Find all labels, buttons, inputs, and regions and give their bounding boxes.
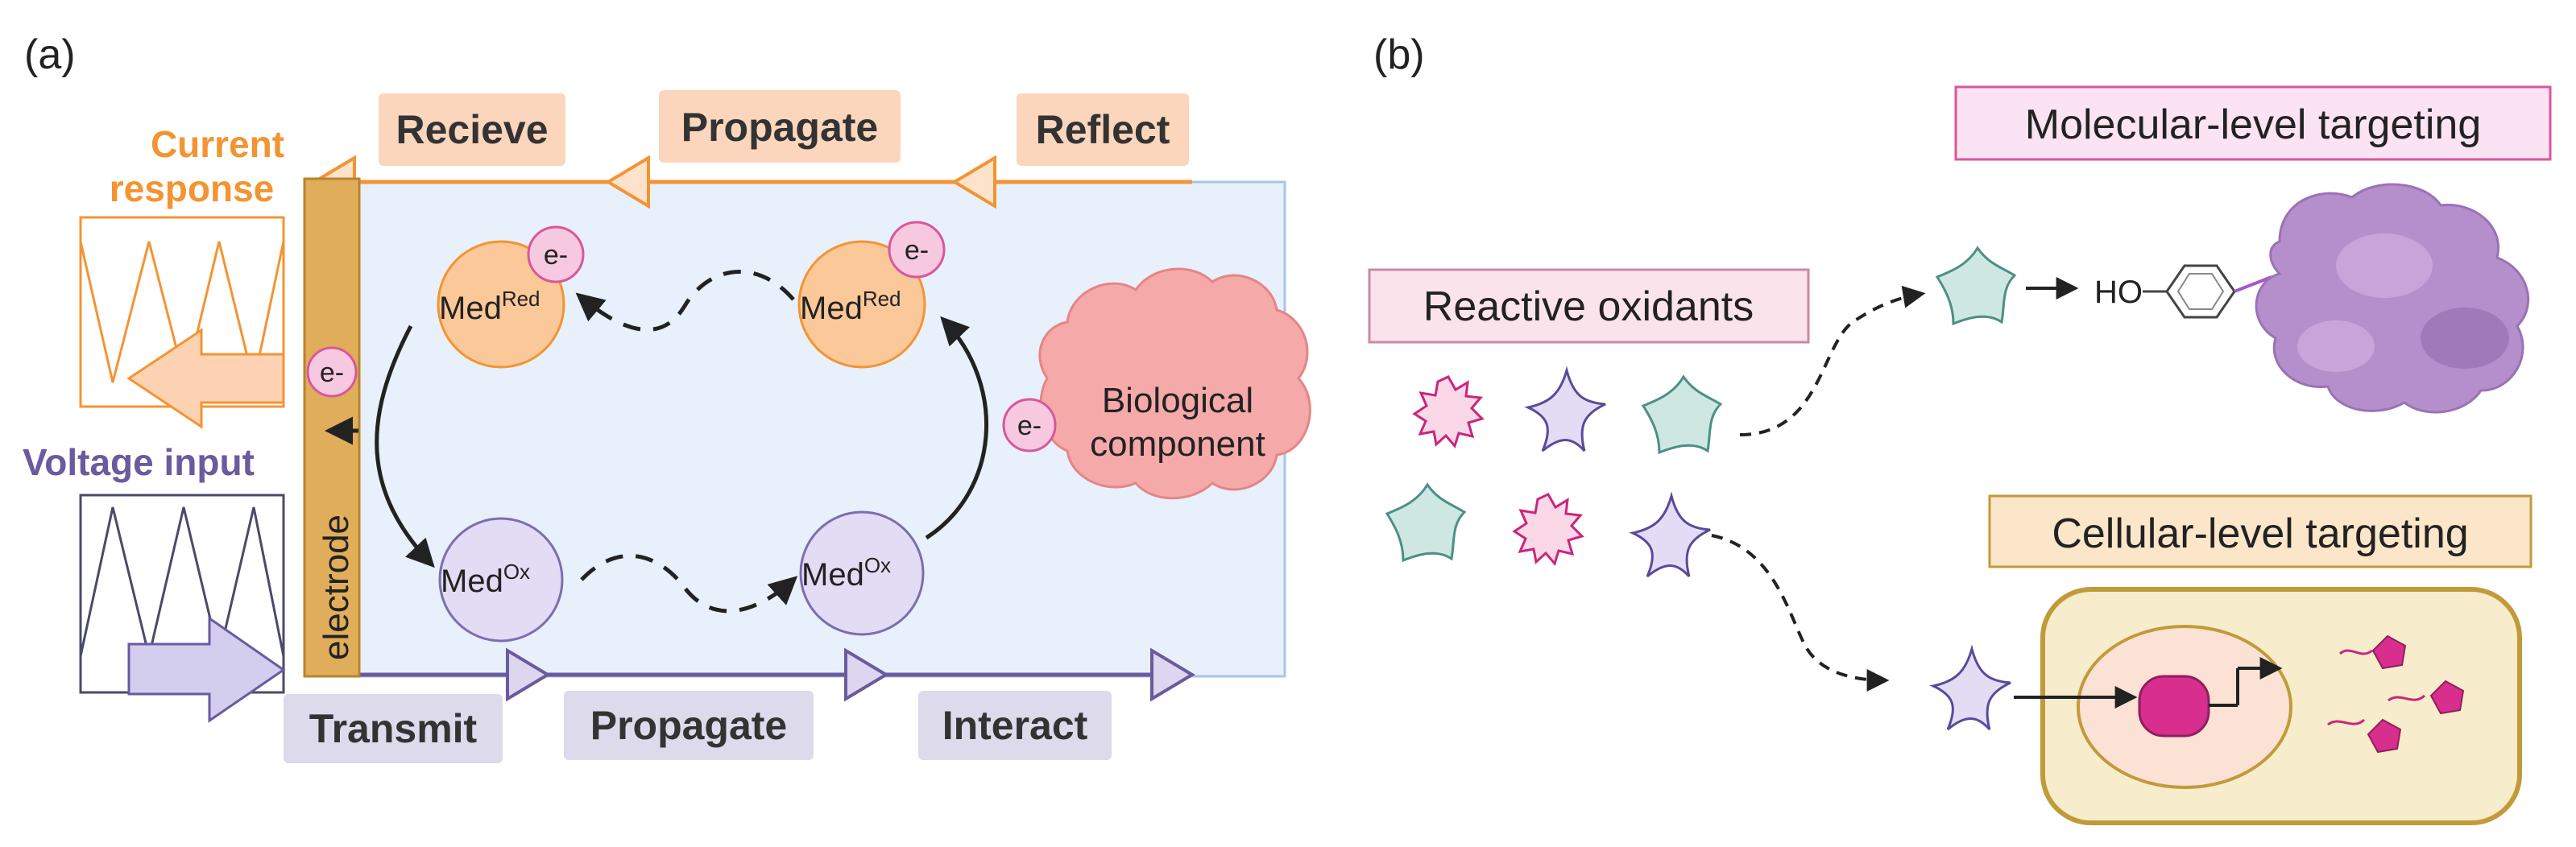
electron-electrode: e- xyxy=(306,346,358,398)
svg-text:Propagate: Propagate xyxy=(590,703,788,748)
bottom-label-propagate: Propagate xyxy=(564,691,814,760)
oxidant-star-1 xyxy=(1524,366,1606,452)
voltage-input-label: Voltage input xyxy=(23,441,255,483)
med-red-right: MedRed e- xyxy=(797,221,946,369)
protein-blob xyxy=(2255,183,2530,414)
expressed-protein-2 xyxy=(2388,680,2465,715)
molecular-targeting-label: Molecular-level targeting xyxy=(1954,85,2552,161)
dashed-arrow-molecular xyxy=(1739,285,1926,436)
current-response-waveform xyxy=(79,216,285,429)
oxidant-teal-2 xyxy=(1385,482,1467,563)
svg-text:Propagate: Propagate xyxy=(681,105,879,150)
ho-label: HO xyxy=(2094,275,2143,310)
expressed-protein-3 xyxy=(2327,718,2402,754)
svg-text:Molecular-level targeting: Molecular-level targeting xyxy=(2025,101,2482,148)
svg-text:e-: e- xyxy=(320,357,344,388)
med-ox-left: MedOx xyxy=(438,517,564,642)
svg-text:component: component xyxy=(1090,424,1265,464)
bottom-label-interact: Interact xyxy=(918,691,1112,760)
svg-text:Reflect: Reflect xyxy=(1036,107,1170,152)
svg-text:Recieve: Recieve xyxy=(396,107,548,152)
panel-a-letter: (a) xyxy=(24,31,76,78)
svg-text:MedOx: MedOx xyxy=(441,560,530,599)
transmitted-signal-line xyxy=(358,647,1195,702)
svg-text:e-: e- xyxy=(1017,411,1042,441)
dashed-arrow-red xyxy=(575,270,795,332)
oxidant-burst-2 xyxy=(1512,493,1584,567)
svg-text:electrode: electrode xyxy=(317,514,356,660)
cellular-targeting-label: Cellular-level targeting xyxy=(1988,494,2533,568)
reactive-oxidants-label: Reactive oxidants xyxy=(1368,268,1810,344)
svg-text:e-: e- xyxy=(544,240,568,271)
svg-text:MedOx: MedOx xyxy=(801,553,891,593)
electron-bio: e- xyxy=(1002,398,1057,452)
current-response-label-2: response xyxy=(110,167,275,209)
bottom-label-transmit: Transmit xyxy=(284,694,503,763)
med-ox-right: MedOx xyxy=(799,510,925,636)
expressed-protein-1 xyxy=(2338,634,2407,670)
panel-b-letter: (b) xyxy=(1373,31,1425,78)
svg-text:Interact: Interact xyxy=(942,703,1088,748)
svg-text:e-: e- xyxy=(905,235,929,266)
oxidant-star-2 xyxy=(1629,491,1711,578)
top-label-propagate: Propagate xyxy=(659,90,901,163)
current-response-label-1: Current xyxy=(151,123,284,165)
dashed-arrow-ox xyxy=(580,553,798,614)
med-red-left: MedRed e- xyxy=(437,225,585,369)
molecular-target-oxidant xyxy=(1935,246,2017,326)
dashed-arrow-cellular xyxy=(1711,534,1890,692)
svg-text:Cellular-level targeting: Cellular-level targeting xyxy=(2052,510,2468,557)
biological-component: Biological component xyxy=(1038,267,1311,500)
phenol-ring xyxy=(2143,264,2272,319)
oxidant-burst-1 xyxy=(1412,375,1485,449)
svg-text:Reactive oxidants: Reactive oxidants xyxy=(1423,283,1754,330)
top-label-reflect: Reflect xyxy=(1017,93,1189,166)
voltage-input-waveform xyxy=(79,494,286,723)
reduction-arrow xyxy=(925,316,988,540)
svg-text:MedRed: MedRed xyxy=(439,287,540,326)
electrode: electrode xyxy=(303,177,361,678)
cellular-target-oxidant xyxy=(1929,644,2011,731)
svg-text:Transmit: Transmit xyxy=(309,706,478,751)
svg-text:MedRed: MedRed xyxy=(800,287,901,326)
svg-text:Biological: Biological xyxy=(1102,381,1253,420)
oxidant-teal-1 xyxy=(1641,374,1723,455)
oxidation-arrow xyxy=(375,324,435,568)
top-label-recieve: Recieve xyxy=(379,93,565,166)
